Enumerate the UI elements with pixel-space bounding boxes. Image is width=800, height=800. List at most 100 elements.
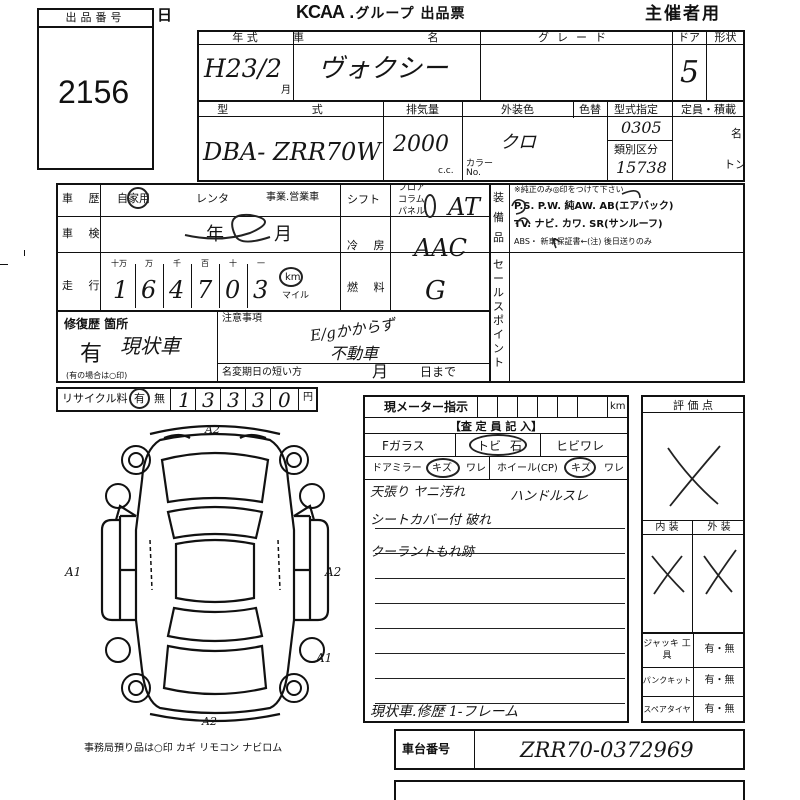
inspection-month: 月 bbox=[274, 224, 292, 245]
digit-label-1: 一 bbox=[257, 259, 265, 268]
tool-puncture-value: 有・無 bbox=[704, 675, 735, 686]
mileage-label: 走 行 bbox=[62, 279, 106, 292]
recycle-yes-circle bbox=[129, 388, 150, 409]
mileage-digit-3: 7 bbox=[197, 276, 213, 304]
inspector-header: 【査 定 員 記 入】 bbox=[449, 420, 543, 433]
brand-logo: KCAA bbox=[296, 2, 345, 22]
equipment-note: ※純正のみ◎印をつけて下さい bbox=[514, 185, 624, 194]
tool-spare-value: 有・無 bbox=[704, 704, 735, 715]
equipment-label: 装備品 bbox=[493, 191, 504, 244]
car-name-label: 車 名 bbox=[293, 31, 499, 44]
door-mirror-kizu-circle bbox=[426, 458, 460, 478]
inspector-note-bottom: 現状車.修歴 1-フレーム bbox=[370, 704, 519, 720]
grade-label: グレード bbox=[538, 31, 614, 44]
chassis-box bbox=[394, 729, 745, 770]
inspector-note-3: シートカバー付 破れ bbox=[370, 513, 492, 528]
history-private-circle bbox=[127, 187, 149, 209]
lot-number-label: 出品番号 bbox=[65, 11, 126, 24]
meter-label: 現メーター指示 bbox=[384, 400, 469, 414]
interior-score-mark bbox=[651, 555, 685, 595]
capacity-unit-persons: 名 bbox=[731, 127, 742, 140]
ac-value: AAC bbox=[414, 234, 468, 262]
caution-handwritten-2: 不動車 bbox=[330, 344, 379, 363]
condition-table bbox=[56, 183, 745, 383]
unit-km-circle bbox=[279, 267, 303, 287]
recycle-box bbox=[56, 387, 318, 412]
year-month-suffix: 月 bbox=[281, 85, 291, 96]
cc-unit: c.c. bbox=[438, 166, 454, 176]
front-glass-ishi: 石 bbox=[510, 439, 523, 453]
meter-unit: km bbox=[610, 401, 626, 412]
recycle-label: リサイクル料 bbox=[62, 392, 128, 405]
front-glass-label: Fガラス bbox=[382, 439, 425, 453]
ac-label: 冷 房 bbox=[347, 239, 391, 252]
history-business: 事業.営業車 bbox=[266, 192, 320, 203]
door-mirror-label: ドアミラー bbox=[372, 463, 422, 474]
inspector-note-1: 天張り ヤニ汚れ bbox=[370, 485, 466, 500]
sales-point-label: セールスポイント bbox=[493, 258, 504, 369]
equipment-marks bbox=[511, 190, 641, 249]
recycle-digit-2: 3 bbox=[227, 388, 240, 412]
recycle-digit-0: 1 bbox=[178, 388, 191, 412]
digit-label-10k: 万 bbox=[145, 259, 153, 268]
recycle-no: 無 bbox=[154, 392, 165, 405]
digit-label-100k: 十万 bbox=[111, 259, 127, 268]
recycle-digit-4: 0 bbox=[278, 388, 291, 412]
model-label: 型 式 bbox=[217, 103, 363, 116]
shift-value: AT bbox=[448, 193, 481, 221]
mileage-digit-4: 0 bbox=[225, 276, 241, 304]
damage-mark-right-2: A1 bbox=[316, 651, 333, 665]
tool-jack-value: 有・無 bbox=[704, 644, 735, 655]
caution-label: 注意事項 bbox=[222, 313, 262, 324]
fuel-value: G bbox=[425, 276, 446, 306]
tool-jack-label: ジャッキ 工 具 bbox=[643, 639, 691, 661]
inspection-scribble bbox=[184, 213, 271, 243]
vehicle-info-table bbox=[197, 30, 745, 182]
car-damage-diagram bbox=[100, 424, 330, 723]
history-rental: レンタ bbox=[196, 192, 229, 205]
damage-mark-right: A2 bbox=[325, 565, 342, 579]
class-value: 15738 bbox=[616, 158, 667, 177]
color-label: 外装色 bbox=[501, 103, 534, 116]
recycle-digit-1: 3 bbox=[202, 388, 215, 412]
damage-mark-bottom: A2 bbox=[202, 715, 217, 728]
capacity-label: 定員・積載 bbox=[681, 103, 736, 116]
header-fragment: 日 bbox=[157, 6, 173, 24]
year-value: H23/2 bbox=[204, 54, 282, 83]
office-items-note: 事務局預り品は○印 カギ リモコン ナビロム bbox=[84, 743, 283, 754]
shift-column-circle bbox=[424, 194, 436, 218]
inspector-note-2: ハンドルスレ bbox=[510, 489, 589, 504]
term-month: 月 bbox=[372, 362, 389, 381]
shift-label: シフト bbox=[347, 193, 380, 206]
displacement-label: 排気量 bbox=[406, 103, 439, 116]
car-name-value: ヴォクシー bbox=[318, 54, 449, 84]
recycle-digit-3: 3 bbox=[252, 388, 265, 412]
evaluation-label: 評 価 点 bbox=[673, 399, 713, 412]
notes-ruled-lines bbox=[375, 504, 625, 714]
inspector-panel bbox=[363, 395, 629, 723]
inspection-label: 車 検 bbox=[62, 227, 106, 240]
door-mirror-ware: ワレ bbox=[466, 463, 486, 474]
doors-label: ドア bbox=[678, 31, 700, 44]
recycle-unit: 円 bbox=[303, 392, 313, 403]
unit-mile: マイル bbox=[282, 291, 310, 301]
fuel-label: 燃 料 bbox=[347, 281, 391, 294]
year-label: 年 式 bbox=[232, 31, 258, 44]
displacement-value: 2000 bbox=[393, 132, 449, 157]
repair-location: 現状車 bbox=[120, 334, 180, 358]
front-glass-hibiware: ヒビワレ bbox=[556, 439, 605, 453]
header-title: KCAA .グループ 出品票 bbox=[296, 2, 465, 23]
doors-value: 5 bbox=[680, 55, 700, 90]
history-label: 車 歴 bbox=[62, 192, 106, 205]
repair-note: (有の場合は○印) bbox=[66, 371, 128, 380]
shift-floor: フロア bbox=[398, 183, 426, 193]
damage-mark-left: A1 bbox=[65, 565, 82, 579]
damage-mark-top: A2 bbox=[205, 423, 220, 436]
mileage-digits: 十万 万 千 百 十 一 1 6 4 7 0 3 bbox=[107, 258, 277, 308]
repair-value: 有 bbox=[80, 342, 103, 367]
digit-label-100: 百 bbox=[201, 259, 209, 268]
digit-label-10: 十 bbox=[229, 259, 237, 268]
mileage-digit-5: 3 bbox=[253, 276, 269, 304]
repaint-label: 色替 bbox=[579, 103, 601, 116]
lot-number-value: 2156 bbox=[58, 74, 130, 110]
